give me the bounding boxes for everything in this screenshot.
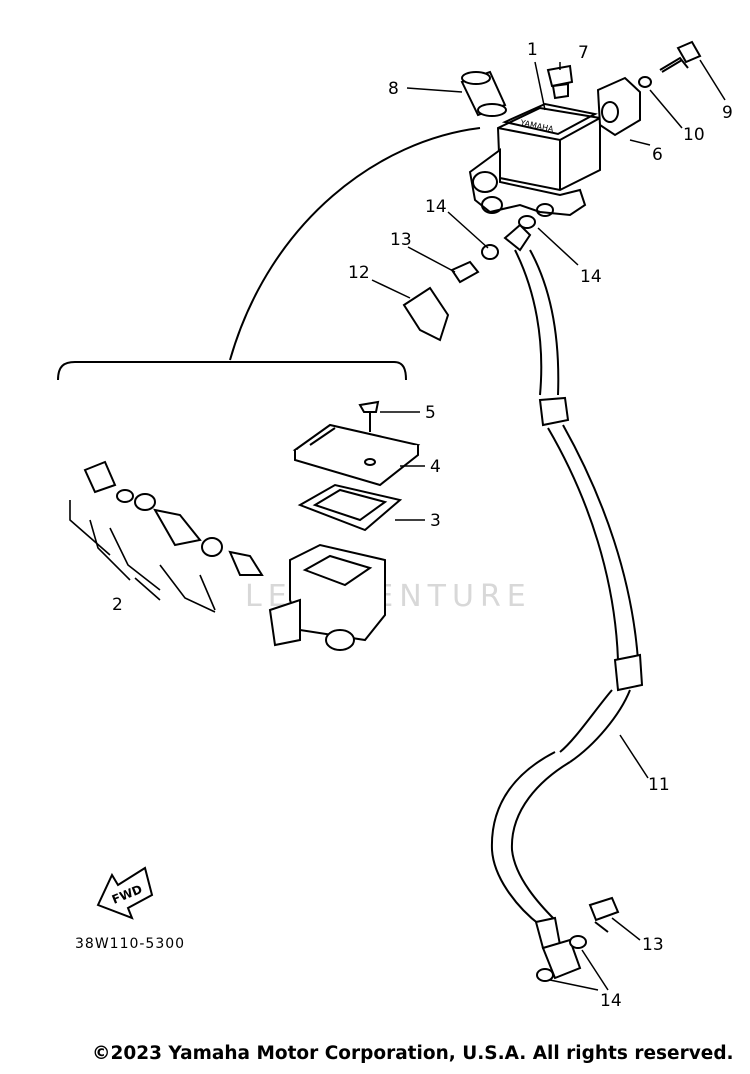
callout-1: 1 <box>527 40 538 60</box>
callout-3: 3 <box>430 511 441 531</box>
lower-fittings <box>536 896 620 982</box>
callout-10: 10 <box>683 125 705 145</box>
callout-13-top: 13 <box>390 230 412 250</box>
exploded-bracket <box>57 361 407 381</box>
leader-lines <box>371 59 726 991</box>
holder-part-6 <box>596 76 641 137</box>
callout-9: 9 <box>722 103 733 123</box>
callout-numbers: 1 7 8 9 10 6 14 13 14 12 5 4 3 2 11 13 1… <box>112 40 733 1011</box>
callout-2: 2 <box>112 595 123 615</box>
boot-part-8 <box>460 70 507 117</box>
callout-7: 7 <box>578 43 589 63</box>
upper-fittings <box>402 215 536 342</box>
callout-14-bottom: 14 <box>600 991 622 1011</box>
callout-8: 8 <box>388 79 399 99</box>
callout-14-top-right: 14 <box>580 267 602 287</box>
callout-13-bottom: 13 <box>642 935 664 955</box>
fwd-arrow: FWD <box>96 866 154 920</box>
master-cylinder-assembly: YAMAHA <box>468 102 601 217</box>
callout-5: 5 <box>425 403 436 423</box>
copyright-notice: ©2023 Yamaha Motor Corporation, U.S.A. A… <box>92 1043 734 1064</box>
callout-12: 12 <box>348 263 370 283</box>
diagram-code: 38W110-5300 <box>75 936 185 952</box>
part-2-leaders <box>69 500 216 613</box>
brake-hose-part-11 <box>490 223 644 980</box>
callout-14-top-left: 14 <box>425 197 447 217</box>
leader-curve <box>229 127 481 361</box>
washer-part-10 <box>638 76 652 88</box>
cap-part-7 <box>546 64 574 100</box>
callout-11: 11 <box>648 775 670 795</box>
callout-6: 6 <box>652 145 663 165</box>
bolt-part-9 <box>659 40 702 73</box>
callout-4: 4 <box>430 457 441 477</box>
exploded-cylinder <box>83 400 421 651</box>
